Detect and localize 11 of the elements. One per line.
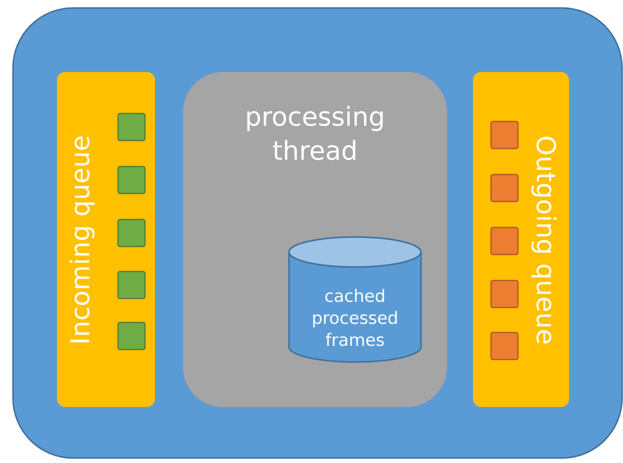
queue-item	[117, 270, 146, 300]
queue-item	[117, 322, 146, 350]
queue-item	[490, 226, 519, 256]
cache-cylinder: cached processed frames	[288, 236, 422, 363]
queue-item	[490, 120, 519, 150]
queue-item	[490, 174, 519, 202]
queue-item	[490, 280, 519, 308]
queue-item	[117, 218, 146, 248]
queue-item	[117, 112, 146, 142]
queue-item	[490, 332, 519, 360]
queue-item	[117, 166, 146, 194]
